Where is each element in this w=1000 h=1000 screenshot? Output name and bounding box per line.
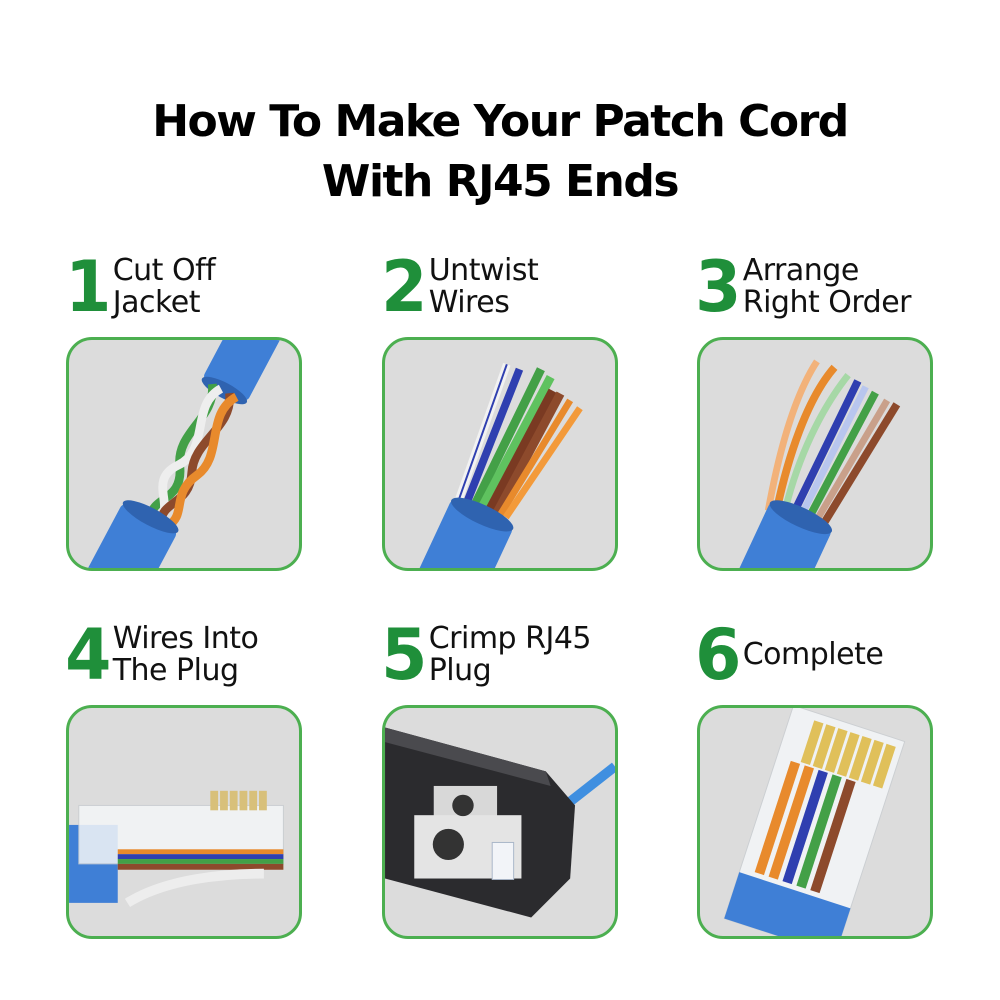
step-label: Complete (742, 637, 884, 672)
untwisted-wires-icon (412, 363, 583, 568)
step-number: 4 (65, 614, 111, 696)
step-number: 1 (65, 246, 111, 328)
step-6-heading: 6 Complete (694, 614, 884, 696)
page-title: How To Make Your Patch Cord With RJ45 En… (0, 92, 1000, 212)
title-line-2: With RJ45 Ends (321, 156, 680, 207)
step-2-image-panel (382, 337, 618, 571)
step-5-heading: 5 Crimp RJ45 Plug (380, 620, 591, 690)
step-2-heading: 2 Untwist Wires (380, 246, 539, 328)
rj45-plug-insert-icon (69, 790, 284, 908)
step-label: Untwist Wires (428, 253, 539, 320)
step-number: 5 (381, 614, 427, 696)
ordered-wires-icon (731, 359, 901, 568)
stripped-cable-icon (70, 340, 282, 568)
step-number: 2 (381, 246, 427, 328)
title-line-1: How To Make Your Patch Cord (152, 96, 849, 147)
step-label: Cut Off Jacket (112, 253, 216, 320)
step-1-image-panel (66, 337, 302, 571)
step-number: 3 (695, 246, 741, 328)
completed-rj45-plug-icon (723, 708, 906, 936)
step-label: Wires Into The Plug (112, 621, 259, 688)
step-4-heading: 4 Wires Into The Plug (64, 614, 259, 696)
step-1-heading: 1 Cut Off Jacket (64, 246, 216, 328)
step-6-image-panel (697, 705, 933, 939)
crimping-tool-icon (385, 727, 615, 918)
step-3-image-panel (697, 337, 933, 571)
step-label: Crimp RJ45 Plug (428, 621, 592, 688)
step-label: Arrange Right Order (742, 253, 912, 320)
step-4-image-panel (66, 705, 302, 939)
step-3-heading: 3 Arrange Right Order (694, 252, 911, 322)
step-5-image-panel (382, 705, 618, 939)
step-number: 6 (695, 614, 741, 696)
